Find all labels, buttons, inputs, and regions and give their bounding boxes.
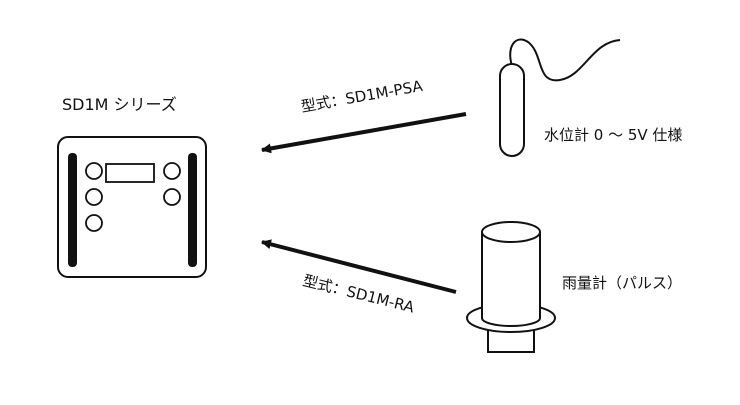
device-title: SD1M シリーズ [62,95,177,114]
sd1m-device [57,136,207,278]
device-frame [57,136,207,278]
water-level-label: 水位計 0 ～ 5V 仕様 [544,126,682,144]
device-button [85,214,103,232]
device-button [85,162,103,180]
water-level-sensor-icon [499,38,621,157]
device-button [163,162,181,180]
rain-gauge-icon [466,221,556,353]
device-button [85,188,103,206]
device-right-bar [188,153,197,267]
model-label-psa: 型式：SD1M-PSA [300,77,425,116]
rain-gauge-top [481,221,541,243]
sensor-cable [509,38,621,82]
arrow-rain-gauge [261,239,457,294]
rain-gauge-label: 雨量計（パルス） [562,274,682,292]
device-button [163,188,181,206]
rain-gauge-body [481,232,541,327]
sensor-probe [499,63,525,157]
device-left-bar [68,153,77,267]
rain-gauge-stem [487,329,535,353]
arrow-water-level [261,112,467,154]
device-display [105,163,155,183]
